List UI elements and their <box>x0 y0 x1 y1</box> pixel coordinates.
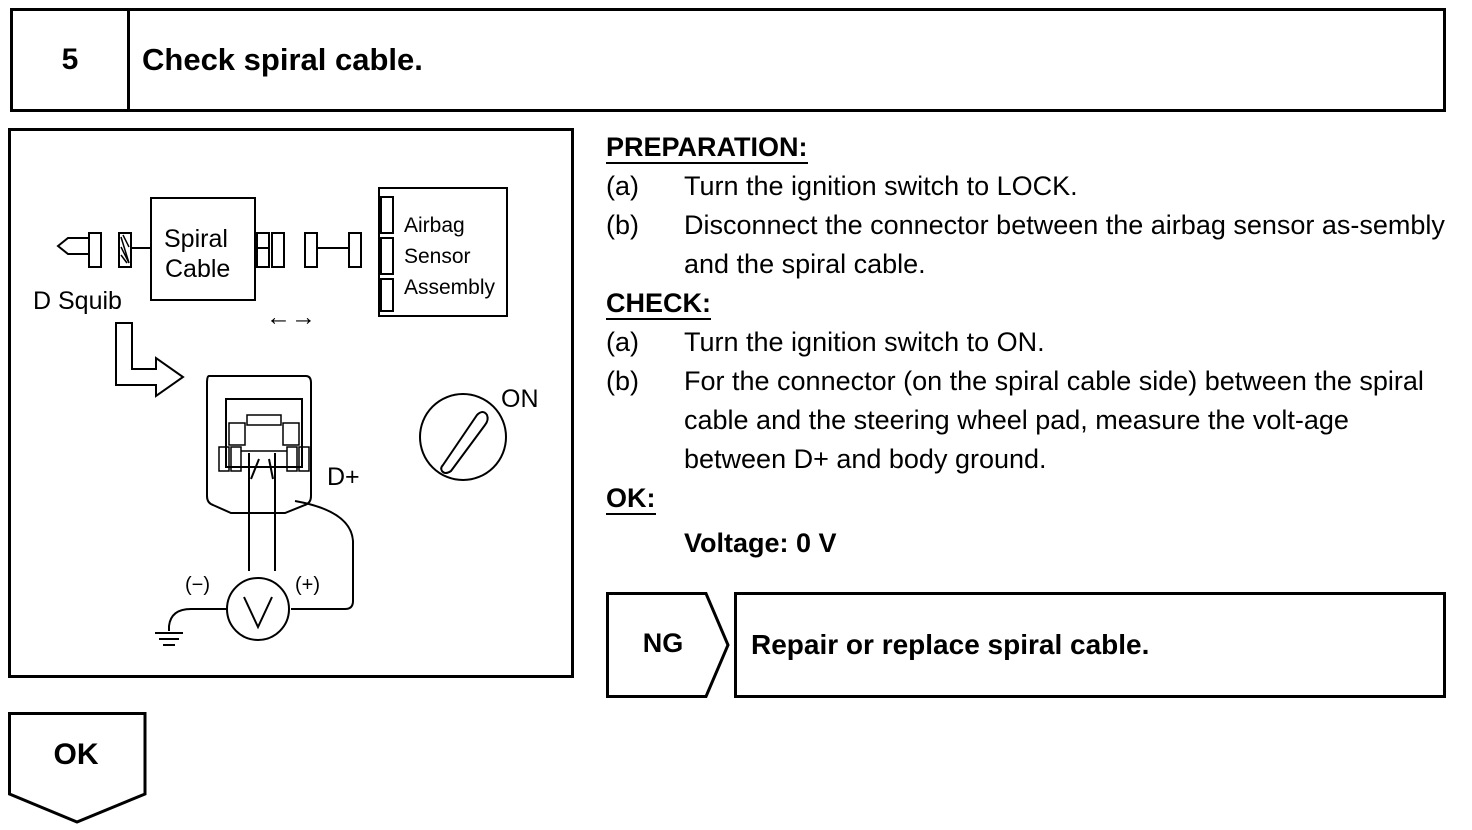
step-text: Disconnect the connector between the air… <box>684 210 1445 279</box>
step-text: For the connector (on the spiral cable s… <box>684 366 1424 474</box>
step-number: 5 <box>13 11 130 109</box>
on-label: ON <box>501 385 539 413</box>
assembly-label: Assembly <box>404 276 496 299</box>
step-text: Turn the ignition switch to ON. <box>684 327 1045 357</box>
ok-spec-value: Voltage: 0 V <box>684 528 837 558</box>
minus-terminal-label: (−) <box>185 574 210 596</box>
ignition-switch-icon <box>419 393 507 481</box>
preparation-heading: PREPARATION: <box>606 132 808 164</box>
ok-label: OK <box>53 738 99 771</box>
step-mark: (a) <box>606 171 639 201</box>
step-mark: (b) <box>606 210 639 240</box>
spiral-label: Spiral <box>164 225 228 253</box>
ng-action-box: Repair or replace spiral cable. <box>734 592 1446 698</box>
connector-body-icon <box>206 375 312 514</box>
wiring-figure: Spiral Cable Airbag Sensor Assembly D Sq… <box>8 128 574 678</box>
check-step: (a) Turn the ignition switch to ON. <box>606 323 1456 362</box>
preparation-step: (a) Turn the ignition switch to LOCK. <box>606 167 1456 206</box>
step-mark: (b) <box>606 366 639 396</box>
wiring-diagram-drawing <box>56 187 508 646</box>
voltmeter-icon <box>226 577 290 641</box>
squib-connector-icon <box>56 237 90 255</box>
step-title: Check spiral cable. <box>142 42 423 77</box>
ng-arrow-icon <box>606 592 730 698</box>
step-text: Turn the ignition switch to LOCK. <box>684 171 1078 201</box>
direction-arrows: ←→ <box>266 303 316 331</box>
airbag-label: Airbag <box>404 214 465 237</box>
ok-arrow-icon <box>8 712 147 824</box>
d-plus-label: D+ <box>327 463 360 491</box>
preparation-step: (b) Disconnect the connector between the… <box>606 206 1456 284</box>
cable-label: Cable <box>165 255 231 283</box>
check-step: (b) For the connector (on the spiral cab… <box>606 362 1456 479</box>
sensor-label: Sensor <box>404 245 471 268</box>
ng-label: NG <box>642 628 684 658</box>
plus-terminal-label: (+) <box>295 574 320 596</box>
ok-heading: OK: <box>606 483 656 515</box>
step-header: 5 Check spiral cable. <box>10 8 1446 112</box>
instructions: PREPARATION: (a) Turn the ignition switc… <box>606 128 1456 563</box>
step-mark: (a) <box>606 327 639 357</box>
airbag-sensor-assembly-box <box>378 187 508 317</box>
d-squib-label: D Squib <box>33 287 122 315</box>
check-heading: CHECK: <box>606 288 711 320</box>
bent-arrow-icon <box>115 322 185 398</box>
